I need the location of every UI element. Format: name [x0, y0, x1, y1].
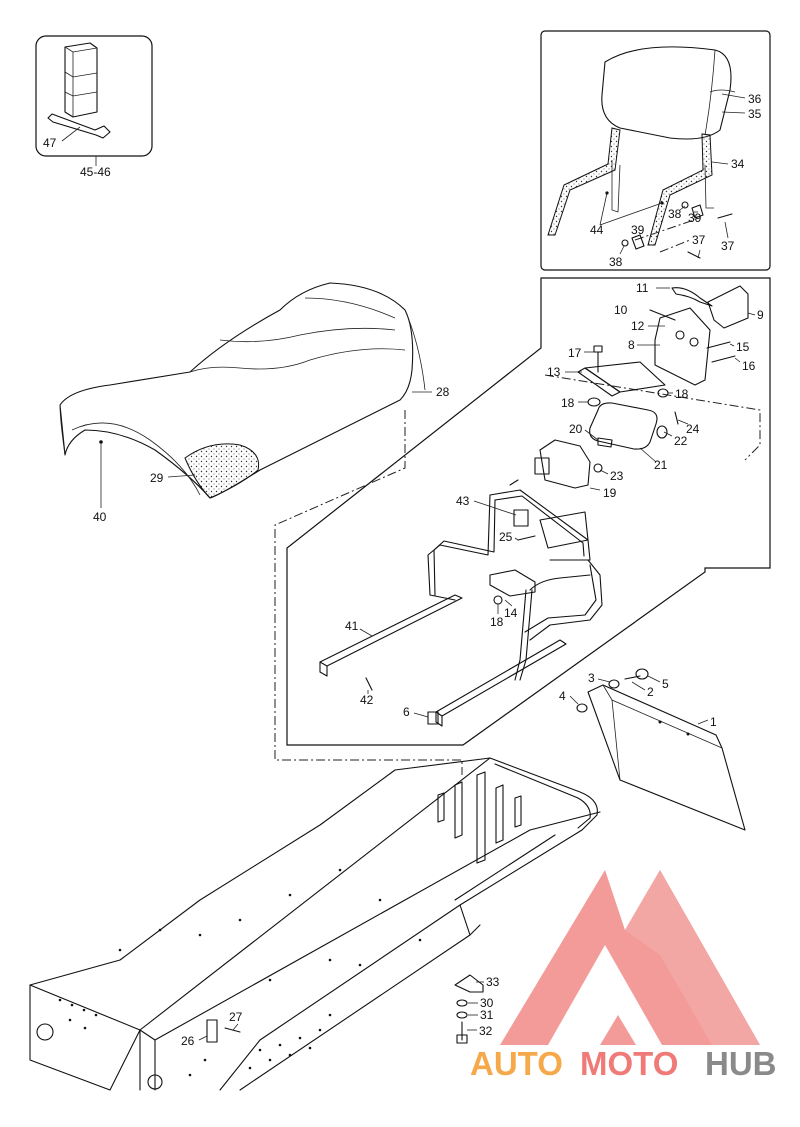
label-21: 21: [654, 458, 668, 472]
label-5: 5: [662, 677, 669, 691]
label-23: 23: [610, 469, 624, 483]
label-13: 13: [547, 365, 561, 379]
chassis-tunnel: 26 27 33 30 31 32: [29, 757, 601, 1091]
watermark-auto: AUTO: [470, 1045, 563, 1082]
watermark-logo: [500, 870, 760, 1045]
label-28: 28: [436, 385, 450, 399]
label-6: 6: [403, 705, 410, 719]
label-15: 15: [736, 340, 750, 354]
label-33: 33: [486, 975, 500, 989]
label-17: 17: [568, 346, 582, 360]
label-36: 36: [748, 92, 762, 106]
label-10: 10: [614, 303, 628, 317]
label-30: 30: [480, 996, 494, 1010]
label-12: 12: [631, 319, 645, 333]
label-3: 3: [588, 671, 595, 685]
watermark-moto: MOTO: [580, 1045, 678, 1082]
label-40: 40: [93, 510, 107, 524]
label-31: 31: [480, 1008, 494, 1022]
label-27: 27: [229, 1010, 243, 1024]
label-4: 4: [559, 689, 566, 703]
label-26: 26: [181, 1034, 195, 1048]
label-43: 43: [456, 494, 470, 508]
label-25: 25: [499, 530, 513, 544]
label-47: 47: [43, 136, 57, 150]
label-42: 42: [360, 693, 374, 707]
label-11: 11: [636, 281, 649, 295]
label-39-right: 39: [688, 211, 702, 225]
label-22: 22: [674, 434, 688, 448]
label-2: 2: [647, 685, 654, 699]
watermark-hub: HUB: [705, 1045, 777, 1082]
label-32: 32: [479, 1024, 493, 1038]
label-19: 19: [603, 486, 617, 500]
label-9: 9: [757, 308, 764, 322]
label-18-right: 18: [675, 387, 689, 401]
label-20: 20: [569, 422, 583, 436]
label-8: 8: [628, 338, 635, 352]
label-37-left: 37: [692, 233, 706, 247]
rear-rack: 11 9 10 12 8 15 16 17 13 18 18 24 22 20 …: [319, 281, 764, 727]
seat: 28 29 40: [59, 282, 450, 524]
label-24: 24: [686, 422, 700, 436]
label-34: 34: [731, 157, 745, 171]
inset-tool-kit: 47 45-46: [35, 35, 153, 179]
label-37-right: 37: [721, 239, 735, 253]
label-14: 14: [504, 606, 518, 620]
label-29: 29: [150, 471, 164, 485]
label-39-left: 39: [631, 223, 645, 237]
label-44: 44: [590, 223, 604, 237]
label-18-left: 18: [561, 396, 575, 410]
mud-flap: 1 2 3 4 5: [559, 668, 746, 831]
label-16: 16: [742, 359, 756, 373]
label-38-top: 38: [668, 207, 682, 221]
label-18-bottom: 18: [490, 615, 504, 629]
label-1: 1: [710, 715, 717, 729]
inset-backrest: 36 35 34 44 38 39 37 39 37 38: [540, 30, 771, 271]
watermark-text: AUTO MOTO HUB: [470, 1045, 777, 1082]
label-35: 35: [748, 107, 762, 121]
label-45-46: 45-46: [80, 165, 111, 179]
label-41: 41: [345, 619, 359, 633]
label-38-bottom: 38: [609, 255, 623, 269]
